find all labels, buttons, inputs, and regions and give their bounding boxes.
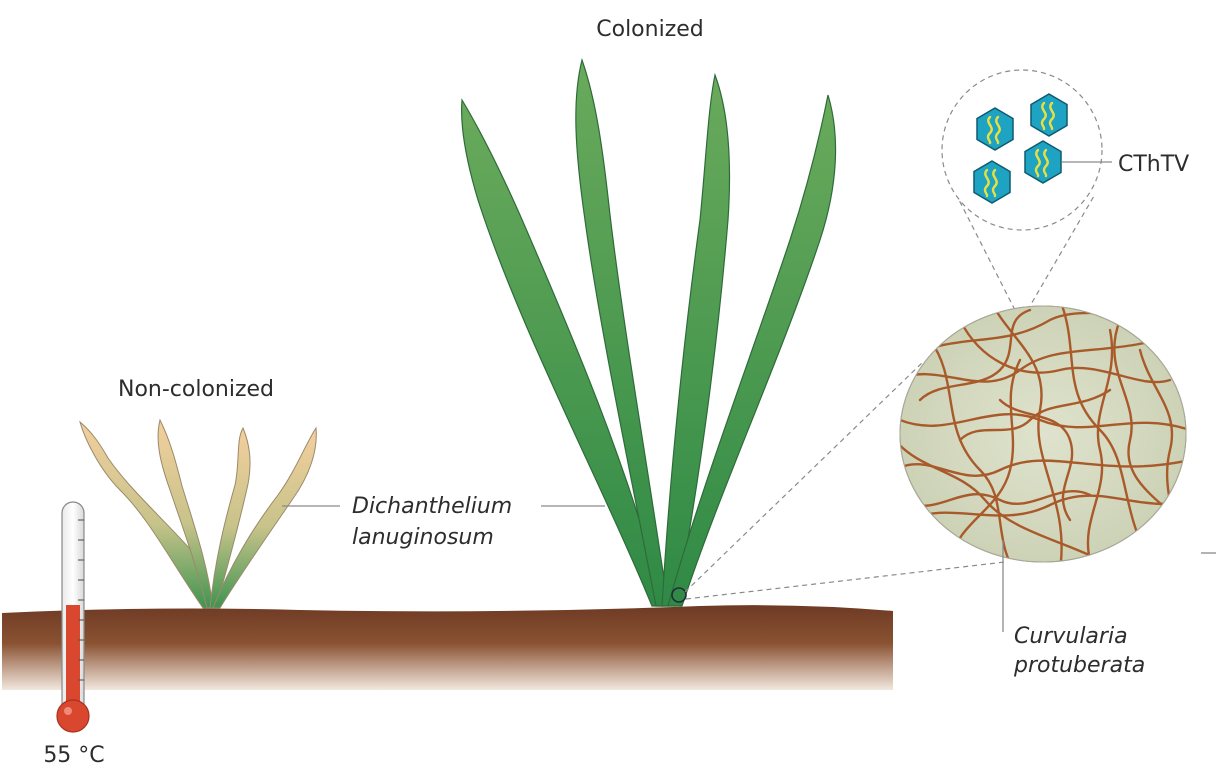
healthy-leaf [461,98,665,607]
healthy-leaf [575,57,669,607]
soil [2,605,893,690]
zoom-lines [684,195,1095,600]
hyphae [900,306,1186,562]
virus-particle [1024,140,1062,184]
plant-species-label-line2: lanuginosum [352,525,494,550]
virus-particle [1030,93,1068,137]
thermometer [56,501,90,733]
colonized-label: Colonized [596,17,704,42]
thermometer-liquid [66,605,80,726]
non-colonized-plant [79,418,317,609]
healthy-leaf [661,72,731,607]
wilted-leaf [157,418,214,609]
virus-particle [976,107,1014,151]
non-colonized-label: Non-colonized [118,377,274,402]
sample-point-marker [671,587,687,603]
fungus-label-line2: protuberata [1013,653,1145,678]
wilted-leaf [212,426,317,609]
virus-particle [973,160,1011,204]
virus-label: CThTV [1118,152,1189,177]
colonized-plant [461,57,837,607]
temperature-label: 55 °C [43,743,104,768]
fungus-inset [899,305,1187,563]
wilted-leaf [79,420,213,609]
leader-lines [282,161,1216,632]
thermometer-ticks [78,519,84,681]
virus-inset [941,69,1103,231]
plant-species-label-line1: Dichanthelium [352,494,512,519]
fungus-label-line1: Curvularia [1014,624,1128,649]
wilted-leaf [209,426,251,609]
healthy-leaf [667,94,837,607]
